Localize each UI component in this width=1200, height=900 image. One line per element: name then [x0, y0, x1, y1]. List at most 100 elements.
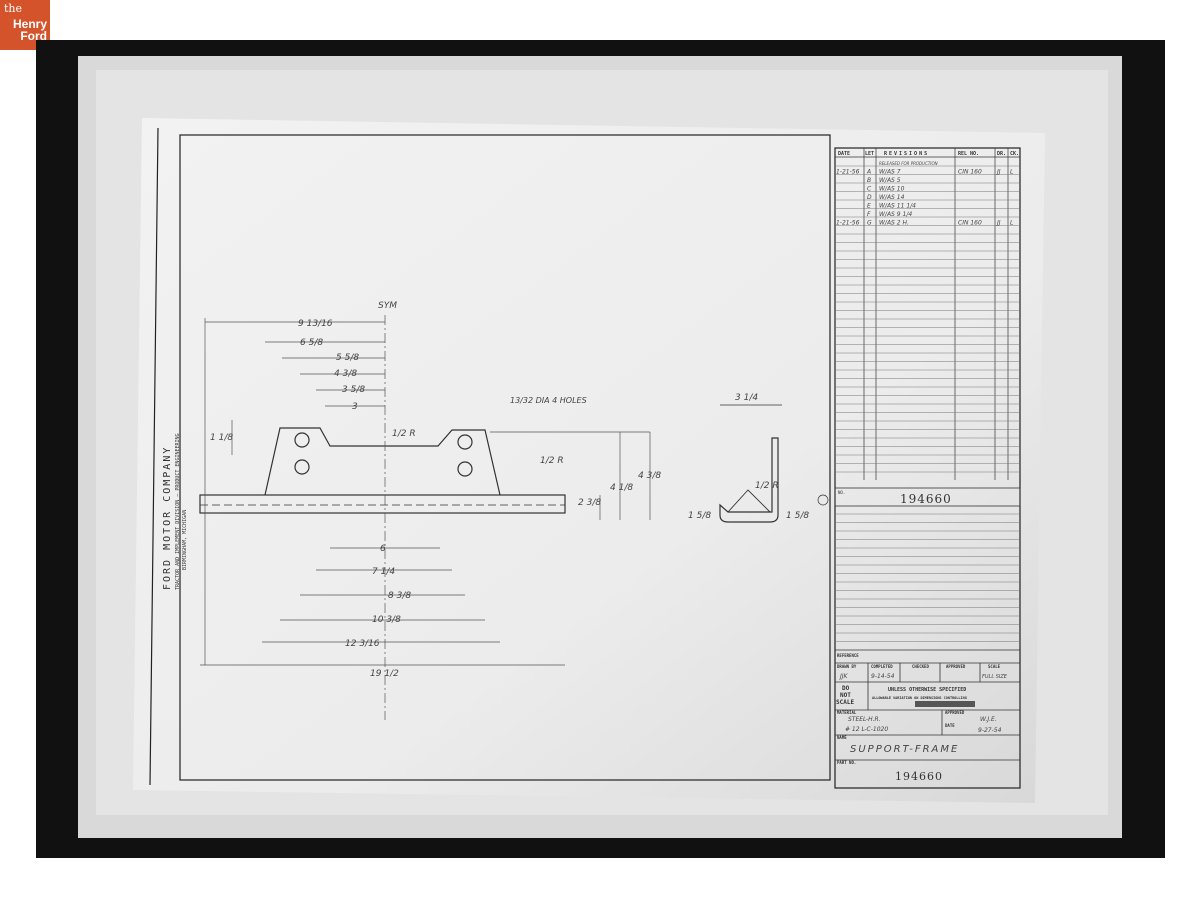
rev-header-rel: REL NO. [958, 151, 979, 157]
scale-value: FULL SIZE [982, 674, 1008, 680]
dim-side-top: 3 1/4 [735, 393, 758, 403]
dim-holes: 13/32 DIA 4 HOLES [510, 396, 587, 405]
scale-label: SCALE [988, 664, 1001, 669]
dim-sym: SYM [378, 301, 397, 311]
rev-ck: L [1010, 169, 1013, 176]
dim-d4: 3 5/8 [342, 385, 365, 395]
rev-text: W/AS 2 H. [879, 220, 909, 227]
rev-date: 1-21-56 [836, 220, 860, 227]
rev-letter: C [867, 186, 872, 193]
approved2-value: W.J.E. [980, 716, 997, 723]
rev-date: 1-21-56 [836, 169, 860, 176]
rev-text: W/AS 11 1/4 [879, 203, 916, 210]
drawing-sheet [133, 118, 1045, 803]
part-front-view [199, 427, 566, 514]
rev-header-date: DATE [838, 151, 850, 157]
rev-text: RELEASED FOR PRODUCTION [879, 161, 938, 166]
part-number: 194660 [895, 770, 943, 783]
rev-letter: F [867, 211, 871, 218]
dim-radius1: 1/2 R [392, 429, 416, 439]
do-not-scale-2: NOT [840, 692, 851, 699]
do-not-scale-1: DO [842, 685, 850, 692]
dim-left-v: 1 1/8 [210, 433, 233, 443]
dim-d3: 4 3/8 [334, 369, 357, 379]
dim-h2: 4 1/8 [610, 483, 633, 493]
dim-d5: 3 [352, 402, 358, 412]
rev-dr: JJ [996, 220, 1001, 227]
dim-b2: 7 1/4 [372, 567, 395, 577]
rev-header-dr: DR. [997, 151, 1006, 157]
approved-label: APPROVED [946, 664, 966, 669]
dim-side-r: 1/2 R [755, 481, 779, 491]
date-value: 9-27-54 [978, 727, 1002, 734]
rev-header-revisions: REVISIONS [884, 151, 929, 157]
part-name: SUPPORT-FRAME [850, 744, 959, 755]
rev-header-ck: CK. [1010, 151, 1019, 157]
approved2-label: APPROVED [945, 710, 965, 715]
drawn-by-value: JJK [839, 673, 849, 680]
dim-h1: 2 3/8 [578, 498, 601, 508]
dim-b5: 12 3/16 [345, 639, 380, 649]
tolerances: ALLOWABLE VARIATION ON DIMENSIONS CONTRO… [872, 696, 967, 700]
rev-letter: E [867, 203, 871, 210]
name-label: NAME [837, 735, 847, 740]
dim-top: 9 13/16 [298, 319, 333, 329]
side-view-labels: 3 1/4 1/2 R 1 5/8 1 5/8 [688, 393, 809, 521]
dim-b3: 8 3/8 [388, 591, 411, 601]
reference-label: REFERENCE [837, 653, 859, 658]
part-no-label: PART NO. [837, 760, 856, 765]
company-name: FORD MOTOR COMPANY [162, 446, 173, 590]
location-text: BIRMINGHAM, MICHIGAN [182, 510, 188, 570]
title-block: REFERENCE DRAWN BY COMPLETED CHECKED APP… [835, 649, 1020, 783]
dim-h3: 4 3/8 [638, 471, 661, 481]
dim-d2: 5 5/8 [336, 353, 359, 363]
rev-header-let: LET [865, 151, 874, 157]
company-block: FORD MOTOR COMPANY TRACTOR AND IMPLEMENT… [162, 433, 188, 590]
part-side-view [719, 404, 782, 523]
logo-text-the: the [4, 2, 23, 15]
rev-text: W/AS 9 1/4 [879, 211, 912, 218]
dim-b6: 19 1/2 [370, 669, 399, 679]
redaction-bar [915, 701, 975, 707]
dimension-lines [200, 315, 651, 720]
unless-specified: UNLESS OTHERWISE SPECIFIED [888, 687, 966, 693]
rev-text: W/AS 10 [879, 186, 905, 193]
dim-b4: 10 3/8 [372, 615, 401, 625]
drawing-number-band: NO. 194660 [817, 487, 1021, 507]
division-text: TRACTOR AND IMPLEMENT DIVISION — PRODUCT… [175, 433, 181, 590]
dim-d1: 6 5/8 [300, 338, 323, 348]
rev-letter: G [867, 220, 872, 227]
dim-b1: 6 [380, 544, 386, 554]
material-value-1: STEEL-H.R. [848, 716, 881, 723]
dim-side-b: 1 5/8 [786, 511, 809, 521]
material-label: MATERIAL [837, 710, 857, 715]
rev-letter: D [867, 194, 872, 201]
checked-label: CHECKED [912, 664, 929, 669]
logo-ford: Ford [20, 29, 47, 43]
completed-value: 9-14-54 [871, 673, 895, 680]
rev-dr: JJ [996, 169, 1001, 176]
rev-text: W/AS 14 [879, 194, 905, 201]
dim-radius2: 1/2 R [540, 456, 564, 466]
drawn-by-label: DRAWN BY [837, 664, 857, 669]
drawing-borders [149, 127, 1021, 789]
material-value-2: # 12 L-C-1020 [845, 726, 888, 733]
date-label: DATE [945, 723, 955, 728]
completed-label: COMPLETED [871, 664, 893, 669]
do-not-scale-3: SCALE [836, 699, 854, 706]
logo-henry: Henry [12, 17, 47, 31]
revisions-table: DATE LET REVISIONS REL NO. DR. CK. RELEA… [835, 148, 1020, 480]
rev-ck: L [1010, 220, 1013, 227]
dim-side-l: 1 5/8 [688, 511, 711, 521]
rev-letter: B [867, 177, 871, 184]
rev-text: W/AS 7 [879, 169, 901, 176]
no-label: NO. [838, 490, 845, 495]
dimension-labels: SYM 9 13/16 6 5/8 5 5/8 4 3/8 3 5/8 3 1/… [210, 301, 661, 679]
drawing-number: 194660 [900, 492, 952, 506]
rev-text: W/AS 5 [879, 177, 901, 184]
rev-rel-no: CIN 160 [958, 169, 982, 176]
rev-rel-no: CIN 160 [958, 220, 982, 227]
